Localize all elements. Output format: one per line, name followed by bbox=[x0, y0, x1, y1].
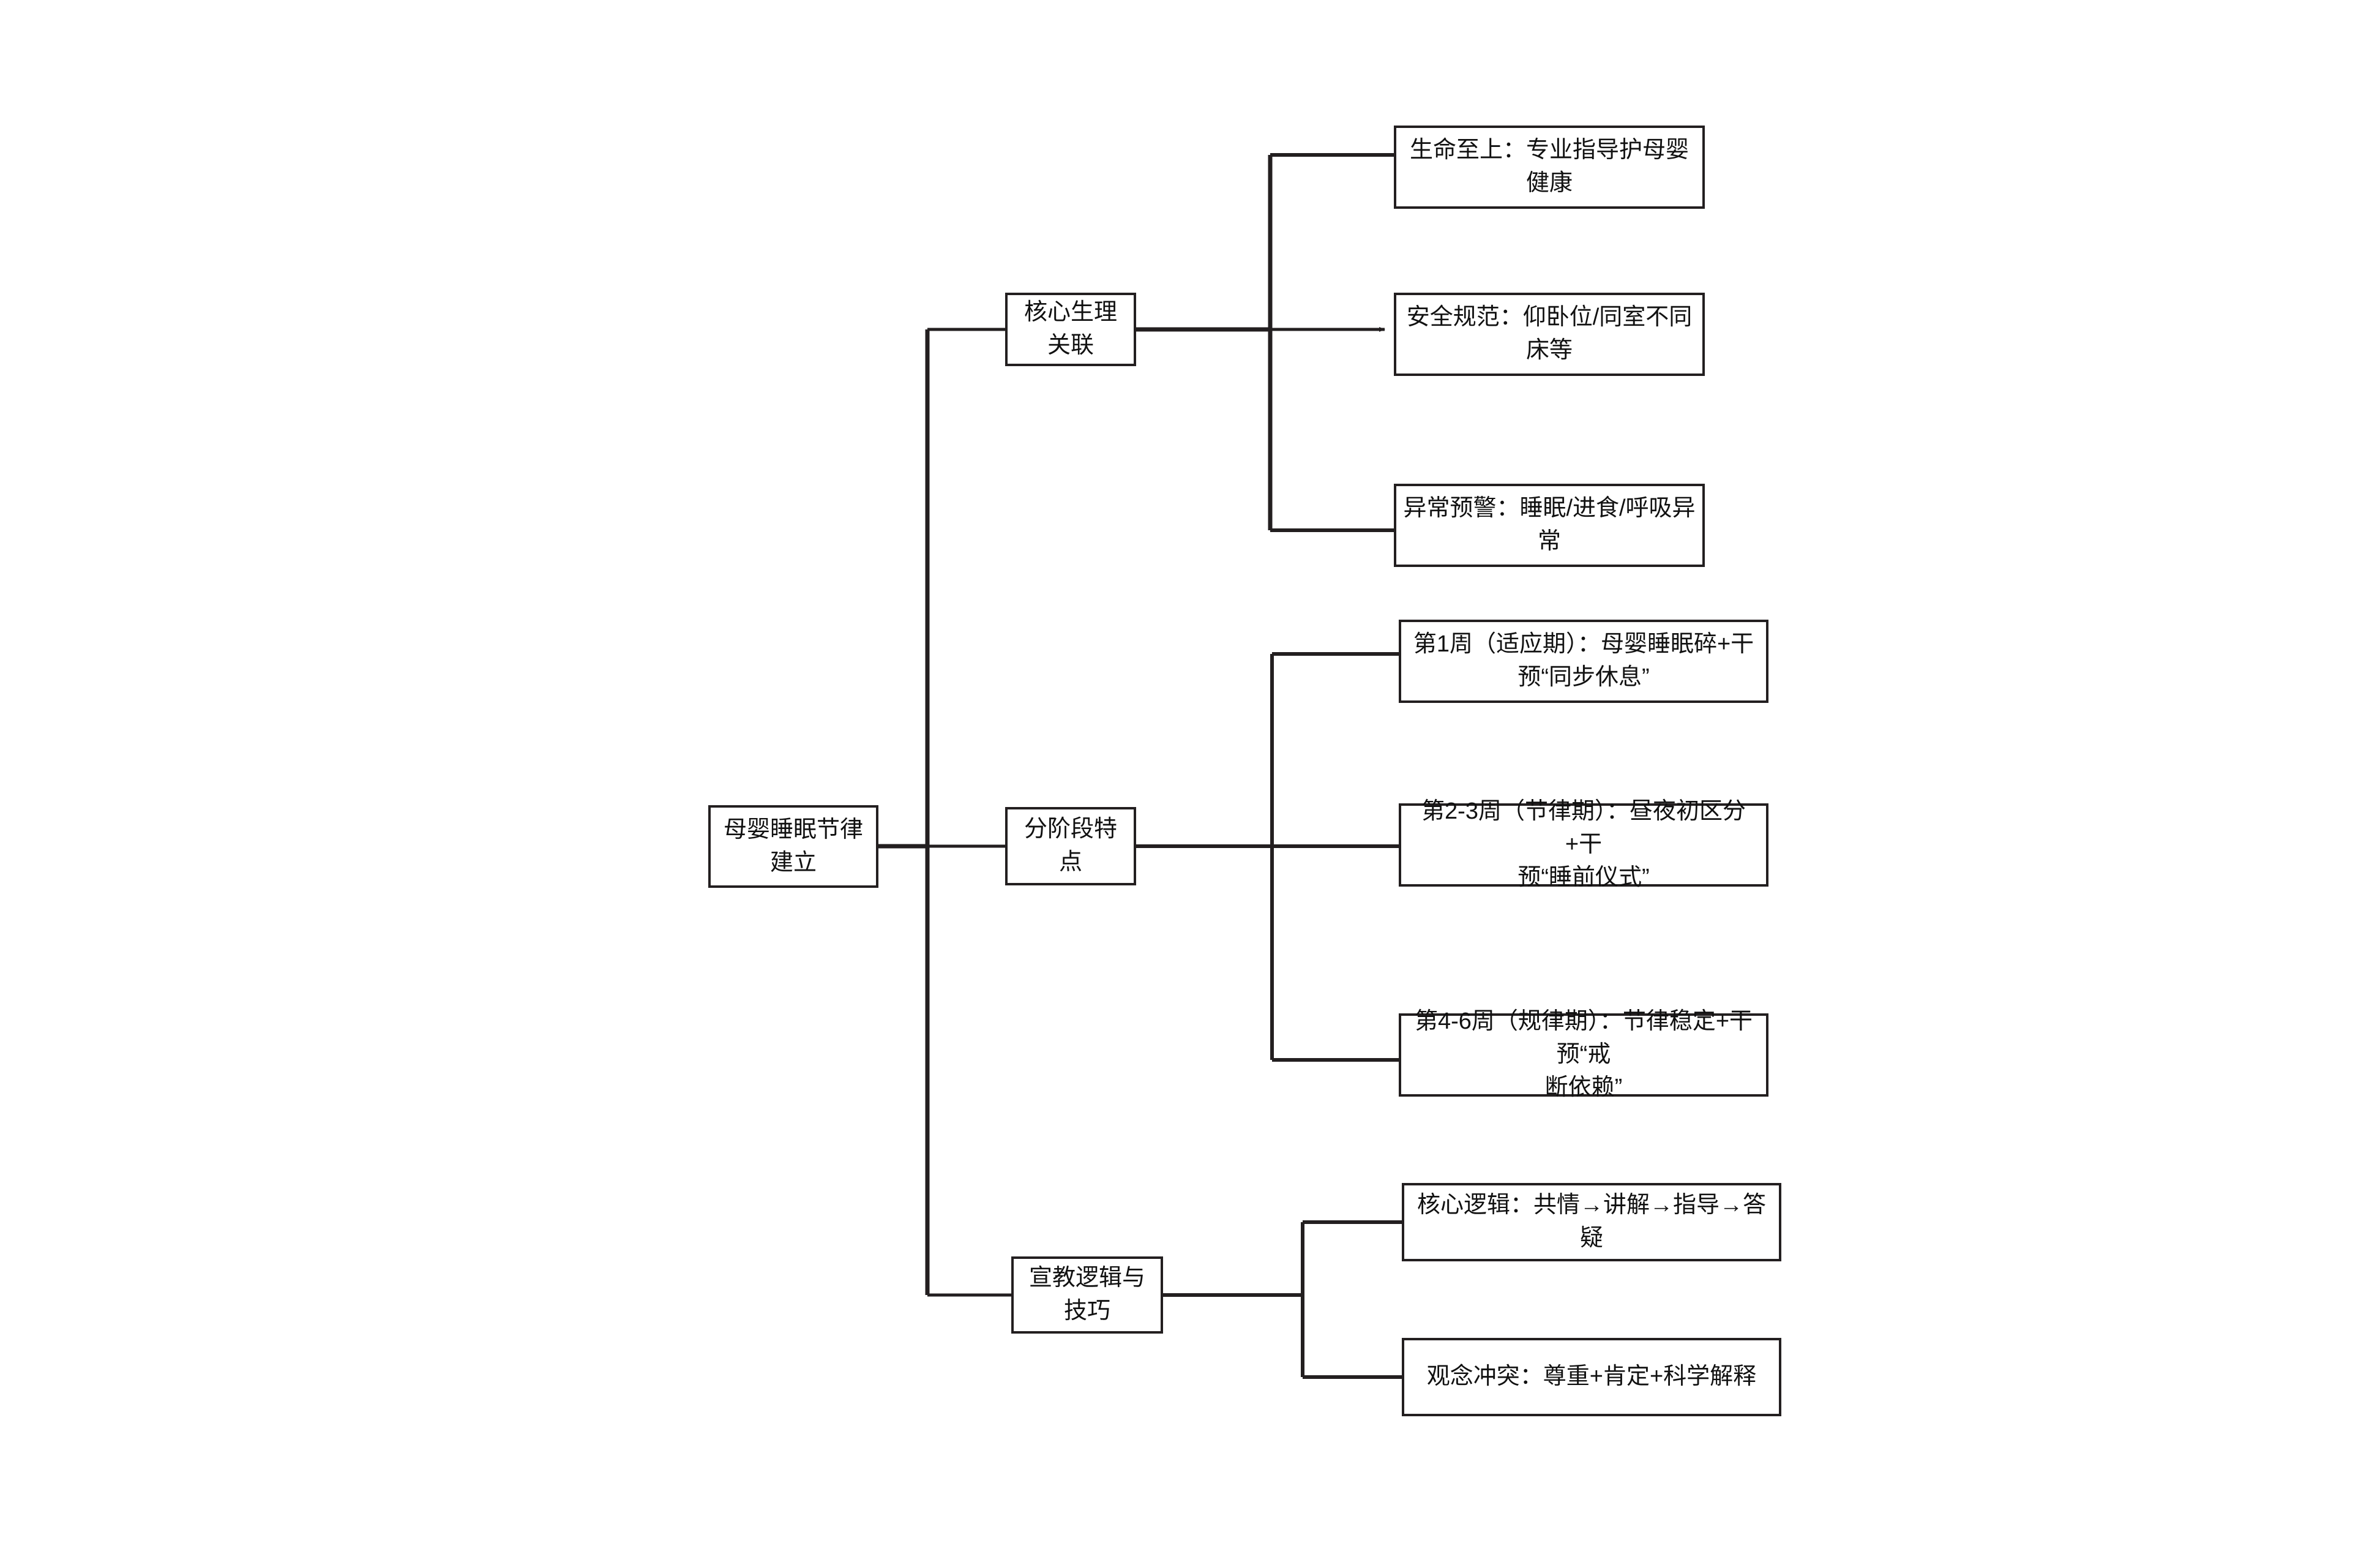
leaf-node-core-logic[interactable]: 核心逻辑：共情→讲解→指导→答疑 bbox=[1402, 1183, 1781, 1261]
leaf-node-week-2-3[interactable]: 第2-3周（节律期）：昼夜初区分+干 预“睡前仪式” bbox=[1399, 798, 1768, 890]
edge-branch1-stem bbox=[1136, 155, 1273, 530]
leaf-node-abnormal-alert-label: 异常预警：睡眠/进食/呼吸异常 bbox=[1403, 495, 1696, 554]
leaf-node-life-first-label: 生命至上：专业指导护母婴健康 bbox=[1409, 137, 1689, 196]
branch-node-stage-features-label: 分阶段特点 bbox=[1023, 816, 1117, 875]
branch-node-stage-features[interactable]: 分阶段特点 bbox=[1005, 807, 1136, 885]
leaf-node-week-4-6-label: 第4-6周（规律期）：节律稳定+干预“戒 断依赖” bbox=[1414, 1008, 1753, 1100]
leaf-node-concept-conflict-label: 观念冲突：尊重+肯定+科学解释 bbox=[1426, 1364, 1757, 1390]
leaf-node-safety-norms[interactable]: 安全规范：仰卧位/同室不同床等 bbox=[1394, 293, 1705, 376]
edge-branch3-stem bbox=[1163, 1222, 1304, 1377]
root-node-label: 母婴睡眠节律建立 bbox=[723, 816, 863, 876]
root-node[interactable]: 母婴睡眠节律建立 bbox=[708, 805, 878, 888]
branch-node-education-logic-label: 宣教逻辑与技巧 bbox=[1028, 1265, 1145, 1324]
leaf-node-week-1[interactable]: 第1周（适应期）：母婴睡眠碎+干 预“同步休息” bbox=[1399, 620, 1768, 703]
branch-node-core-physiology-label: 核心生理关联 bbox=[1023, 299, 1117, 358]
edge-branch2-stem bbox=[1136, 654, 1274, 1060]
leaf-node-abnormal-alert[interactable]: 异常预警：睡眠/进食/呼吸异常 bbox=[1394, 484, 1705, 567]
leaf-node-week-4-6[interactable]: 第4-6周（规律期）：节律稳定+干预“戒 断依赖” bbox=[1399, 1008, 1768, 1100]
leaf-node-core-logic-label: 核心逻辑：共情→讲解→指导→答疑 bbox=[1416, 1192, 1766, 1251]
leaf-node-life-first[interactable]: 生命至上：专业指导护母婴健康 bbox=[1394, 126, 1705, 209]
leaf-node-week-2-3-label: 第2-3周（节律期）：昼夜初区分+干 预“睡前仪式” bbox=[1421, 798, 1746, 890]
branch-node-education-logic[interactable]: 宣教逻辑与技巧 bbox=[1011, 1256, 1163, 1334]
branch-node-core-physiology[interactable]: 核心生理关联 bbox=[1005, 293, 1136, 366]
leaf-node-week-1-label: 第1周（适应期）：母婴睡眠碎+干 预“同步休息” bbox=[1413, 631, 1754, 690]
leaf-node-safety-norms-label: 安全规范：仰卧位/同室不同床等 bbox=[1406, 304, 1693, 363]
leaf-node-concept-conflict[interactable]: 观念冲突：尊重+肯定+科学解释 bbox=[1402, 1338, 1781, 1416]
